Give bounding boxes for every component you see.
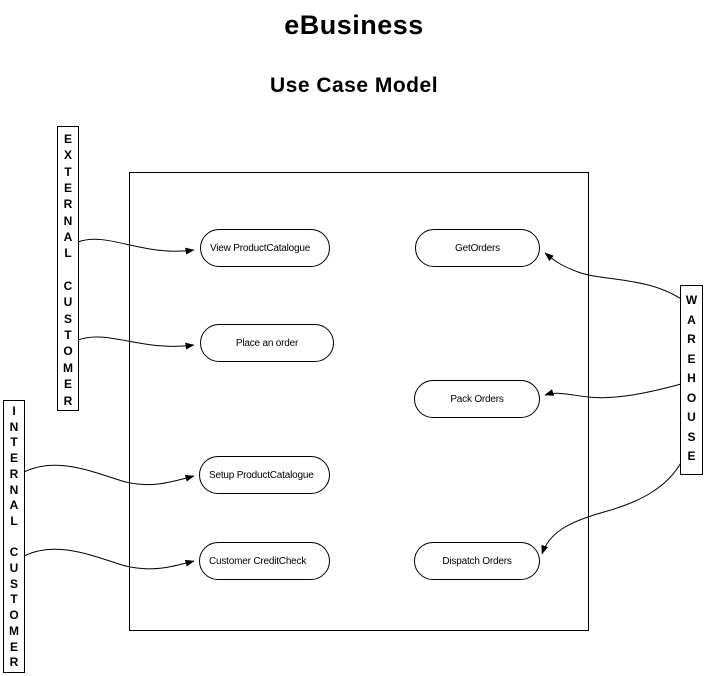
usecase-setup-product-catalogue: Setup ProductCatalogue [199,456,330,494]
association-warehouse-pack-orders [544,383,682,399]
system-boundary [129,172,589,631]
association-warehouse-dispatch-orders [541,460,683,555]
association-internal-setup-catalogue [23,464,195,486]
usecase-dispatch-orders: Dispatch Orders [414,542,540,580]
association-external-view-catalogue [77,238,195,255]
association-warehouse-get-orders [544,252,682,300]
usecase-place-an-order: Place an order [200,324,334,362]
association-external-place-order [77,336,195,350]
actor-warehouse: W A R E H O U S E [680,285,703,475]
actor-external-customer: E X T E R N A L C U S T O M E R [57,126,79,411]
usecase-customer-credit-check: Customer CreditCheck [199,542,330,580]
usecase-pack-orders: Pack Orders [414,380,540,418]
association-internal-credit-check [23,548,195,570]
diagram-subtitle: Use Case Model [269,74,439,97]
usecase-get-orders: GetOrders [415,229,540,267]
usecase-view-product-catalogue: View ProductCatalogue [200,229,330,267]
diagram-title: eBusiness [284,10,424,40]
actor-internal-customer: I N T E R N A L C U S T O M E R [3,400,25,673]
